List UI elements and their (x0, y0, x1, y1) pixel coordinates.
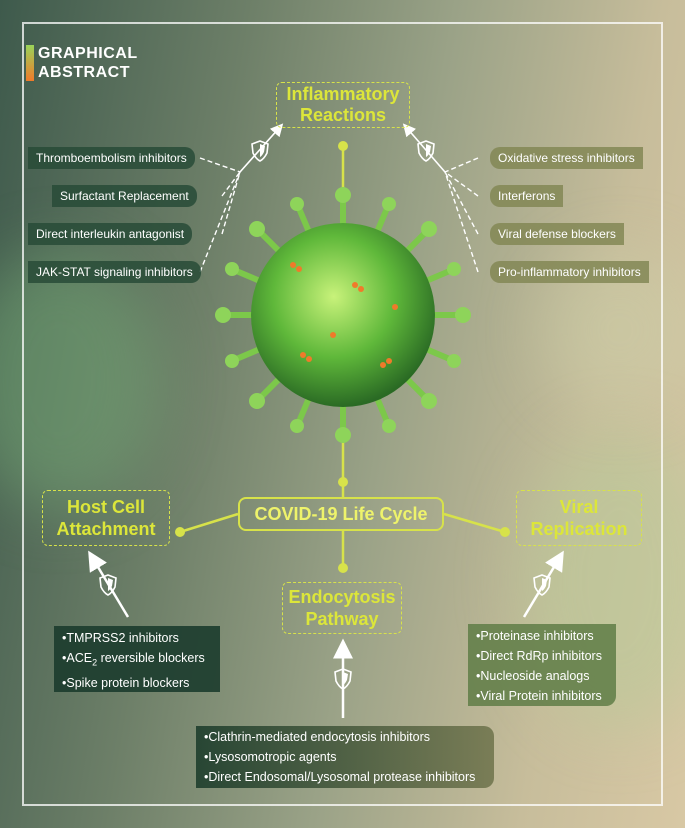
endocytosis-pathway-title: Endocytosis Pathway (282, 582, 402, 634)
bg-blob (0, 250, 160, 510)
viral-item-nucleoside: •Nucleoside analogs (476, 669, 590, 683)
virus-illustration (215, 187, 471, 443)
frame-border (22, 22, 663, 806)
shield-icon (334, 668, 352, 690)
shield-icon (99, 574, 117, 596)
ace-subscript: 2 (92, 657, 98, 668)
logo-line1: GRAPHICAL (38, 45, 138, 62)
host-cell-attachment-title: Host Cell Attachment (42, 490, 170, 546)
pill-thromboembolism-inhibitors: Thromboembolism inhibitors (28, 147, 195, 169)
pill-direct-interleukin-antagonist: Direct interleukin antagonist (28, 223, 193, 245)
endo-item-protease: •Direct Endosomal/Lysosomal protease inh… (204, 770, 476, 784)
viral-inhibitors-box: •Proteinase inhibitors •Direct RdRp inhi… (468, 624, 616, 706)
inflammatory-reactions-title: Inflammatory Reactions (276, 82, 410, 128)
logo-line2: ABSTRACT (38, 64, 130, 81)
pill-viral-defense-blockers: Viral defense blockers (490, 223, 624, 245)
endo-item-lysosomotropic: •Lysosomotropic agents (204, 750, 337, 764)
host-item-ace2: •ACE2 reversible blockers (62, 648, 212, 673)
pill-jak-stat-inhibitors: JAK-STAT signaling inhibitors (28, 261, 201, 283)
pill-oxidative-stress-inhibitors: Oxidative stress inhibitors (490, 147, 643, 169)
shield-icon (251, 140, 269, 162)
host-item-spike: •Spike protein blockers (62, 675, 190, 690)
covid-life-cycle-title: COVID-19 Life Cycle (238, 497, 444, 531)
pill-pro-inflammatory-inhibitors: Pro-inflammatory inhibitors (490, 261, 649, 283)
viral-item-rdrp: •Direct RdRp inhibitors (476, 649, 602, 663)
ace-rest: reversible blockers (97, 651, 205, 665)
pill-surfactant-replacement: Surfactant Replacement (52, 185, 197, 207)
pill-interferons: Interferons (490, 185, 564, 207)
shield-icon (533, 574, 551, 596)
shield-icon (417, 140, 435, 162)
logo: GRAPHICAL ABSTRACT (26, 44, 138, 82)
endocytosis-inhibitors-box: •Clathrin-mediated endocytosis inhibitor… (196, 726, 494, 788)
ace-text: •ACE (62, 651, 93, 665)
viral-replication-title: Viral Replication (516, 490, 642, 546)
host-inhibitors-box: •TMPRSS2 inhibitors •ACE2 reversible blo… (54, 626, 220, 692)
viral-item-proteinase: •Proteinase inhibitors (476, 629, 594, 643)
viral-item-protein: •Viral Protein inhibitors (476, 689, 602, 703)
logo-gradient-bar (26, 45, 34, 81)
host-item-tmprss2: •TMPRSS2 inhibitors (62, 631, 179, 645)
endo-item-clathrin: •Clathrin-mediated endocytosis inhibitor… (204, 730, 431, 744)
